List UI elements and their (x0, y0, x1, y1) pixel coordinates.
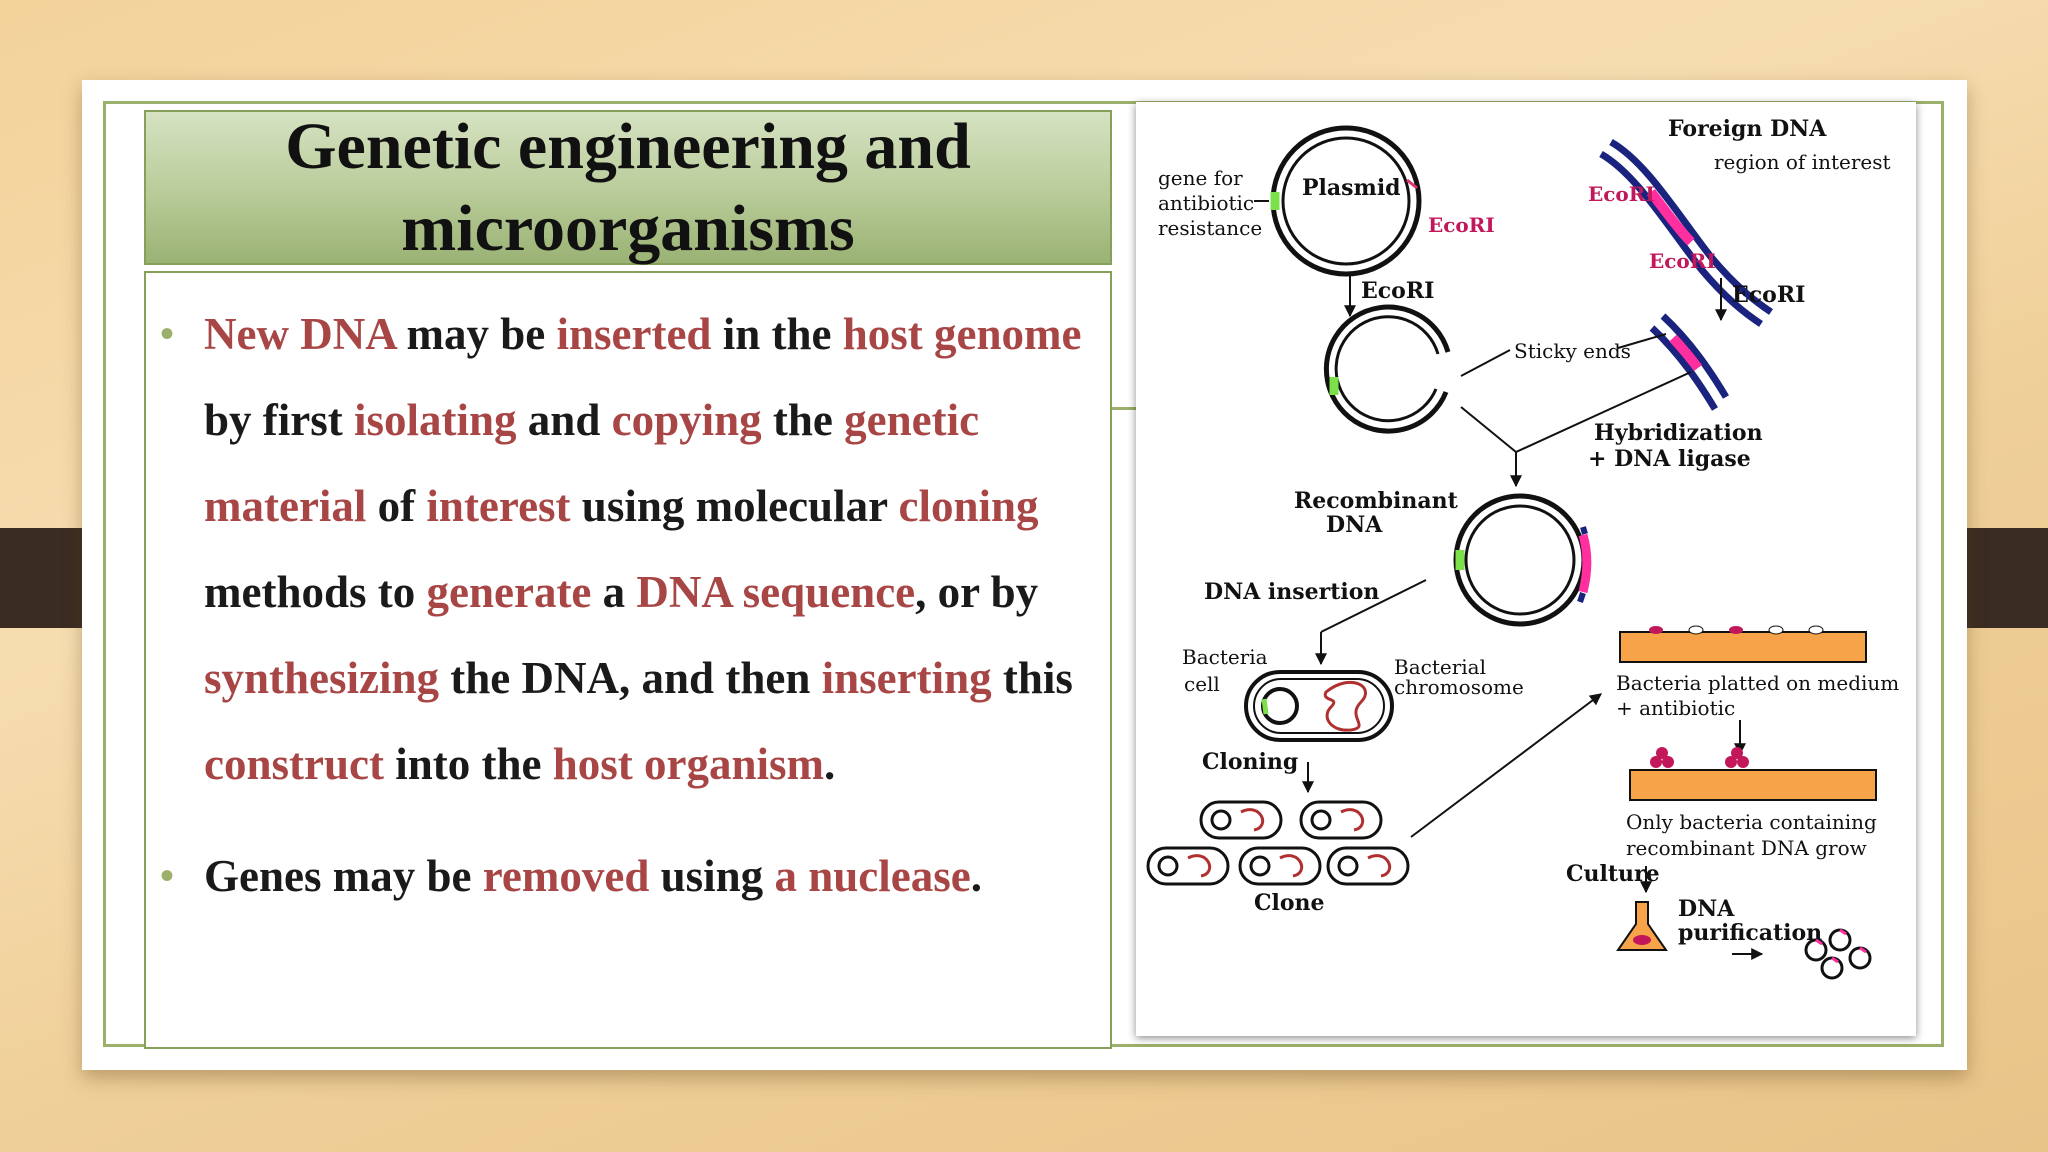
purified-plasmids-icon (1804, 928, 1872, 980)
cut-plasmid (1323, 304, 1451, 434)
highlighted-term: inserting (821, 653, 992, 703)
bullet-text: of (366, 481, 427, 531)
highlighted-term: a nuclease (774, 851, 971, 901)
title-box: Genetic engineering and microorganisms (144, 110, 1112, 265)
bullet-text: using molecular (570, 481, 899, 531)
only-bacteria-label: Only bacteria containing (1626, 810, 1877, 834)
sticky-ends-label: Sticky ends (1514, 339, 1631, 363)
cloning-label: Cloning (1202, 749, 1298, 775)
bullet-text: may be (395, 309, 557, 359)
ecori-foreign-label-1: EcoRI (1588, 182, 1655, 206)
bullet-dot-icon: • (160, 853, 175, 898)
purification-label-2: purification (1678, 920, 1822, 946)
highlighted-term: DNA sequence (636, 567, 916, 617)
bullet-text: methods to (204, 567, 427, 617)
content-box: • New DNA may be inserted in the host gen… (144, 271, 1112, 1049)
highlighted-term: cloning (898, 481, 1039, 531)
bacteria-cell-label: Bacteria (1182, 645, 1268, 669)
recombinant-grow-label: recombinant DNA grow (1626, 836, 1867, 860)
agar-plate-1 (1619, 625, 1867, 663)
recombinant-dna-label: DNA (1326, 512, 1383, 538)
hybridization-label: Hybridization (1594, 420, 1763, 446)
highlighted-term: removed (482, 851, 650, 901)
bacterial-label: Bacterial (1394, 655, 1486, 679)
foreign-dna-strand (1599, 138, 1773, 327)
bullet-text: the DNA, and then (439, 653, 822, 703)
title-line-1: Genetic engineering and (285, 109, 971, 183)
bullet-text: . (824, 739, 836, 789)
plasmid-circle (1270, 125, 1422, 277)
ecori-plasmid-label: EcoRI (1428, 213, 1495, 237)
dna-insertion-label: DNA insertion (1204, 579, 1379, 605)
highlighted-term: host organism (552, 739, 824, 789)
plated-label-2: + antibiotic (1616, 696, 1735, 720)
bullet-text: by first (204, 395, 354, 445)
highlighted-term: inserted (556, 309, 712, 359)
recombinant-label: Recombinant (1294, 488, 1459, 514)
highlighted-term: construct (204, 739, 384, 789)
agar-plate-2 (1629, 747, 1877, 801)
bullet-text: Genes may be (204, 851, 483, 901)
resistance-label: resistance (1158, 216, 1262, 240)
highlighted-term: synthesizing (204, 653, 440, 703)
foreign-dna-label: Foreign DNA (1668, 116, 1827, 142)
genetic-engineering-diagram: Plasmid gene for antibiotic resistance E… (1136, 102, 1916, 1036)
bullet-text: in the (711, 309, 843, 359)
dna-ligase-label: + DNA ligase (1588, 446, 1751, 472)
highlighted-term: generate (426, 567, 592, 617)
flask-icon (1616, 901, 1668, 951)
purification-label-1: DNA (1678, 896, 1735, 922)
bullet-text: the (761, 395, 845, 445)
clone-cells (1146, 800, 1410, 886)
highlighted-term: interest (426, 481, 571, 531)
recombinant-plasmid (1453, 493, 1592, 627)
ecori-cut-label-2: EcoRI (1732, 282, 1805, 308)
ecori-cut-label-1: EcoRI (1361, 278, 1434, 304)
bullet-text: using (649, 851, 775, 901)
highlighted-term: isolating (354, 395, 517, 445)
highlighted-term: copying (611, 395, 762, 445)
cell-label: cell (1184, 672, 1220, 696)
gene-for-label: gene for (1158, 166, 1243, 190)
plated-label-1: Bacteria platted on medium (1616, 671, 1899, 695)
antibiotic-label: antibiotic (1158, 191, 1254, 215)
bullet-item-2: • Genes may be removed using a nuclease. (160, 833, 1104, 919)
bullet-text: and (516, 395, 612, 445)
bullet-text: this (991, 653, 1073, 703)
bullet-text: into the (383, 739, 553, 789)
bullet-text: , or by (915, 567, 1039, 617)
bullet-dot-icon: • (160, 311, 175, 356)
chromosome-label: chromosome (1394, 675, 1524, 699)
slide: Genetic engineering and microorganisms •… (82, 80, 1967, 1070)
bullet-list: • New DNA may be inserted in the host gen… (160, 291, 1104, 919)
clone-label: Clone (1254, 890, 1325, 916)
bacteria-cell-icon (1244, 670, 1394, 742)
frame-connector (1112, 407, 1140, 410)
bullet-text: . (970, 851, 982, 901)
plasmid-label: Plasmid (1302, 175, 1401, 201)
title-line-2: microorganisms (401, 191, 855, 265)
highlighted-term: New DNA (204, 309, 396, 359)
ecori-foreign-label-2: EcoRI (1649, 249, 1716, 273)
dna-insert-fragment (1649, 313, 1730, 411)
slide-title: Genetic engineering and microorganisms (285, 106, 971, 270)
bullet-text: a (591, 567, 637, 617)
bullet-item-1: • New DNA may be inserted in the host gen… (160, 291, 1104, 807)
highlighted-term: host genome (842, 309, 1082, 359)
region-of-interest-label: region of interest (1714, 150, 1891, 174)
highlighted-term: genetic material (204, 395, 980, 531)
